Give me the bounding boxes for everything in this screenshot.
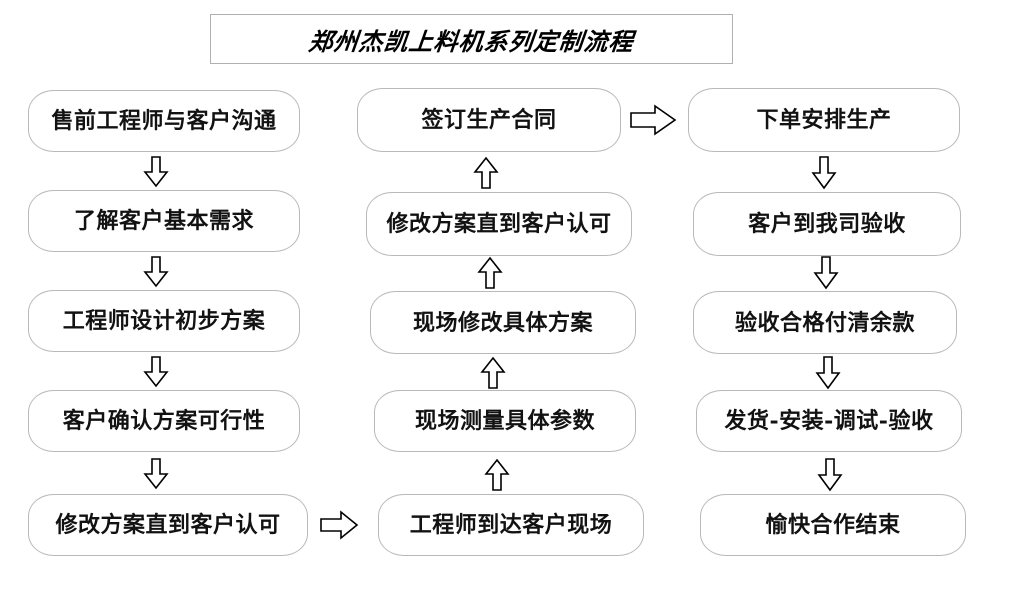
arrow-right-icon bbox=[320, 510, 360, 540]
node-label: 工程师设计初步方案 bbox=[62, 308, 266, 334]
arrow-down-icon bbox=[810, 156, 838, 190]
diagram-title-text: 郑州杰凯上料机系列定制流程 bbox=[307, 26, 636, 56]
node-label: 客户确认方案可行性 bbox=[62, 408, 266, 434]
node-label: 修改方案直到客户认可 bbox=[55, 512, 281, 538]
node-pre-sales-communication[interactable]: 售前工程师与客户沟通 bbox=[28, 90, 300, 152]
arrow-down-icon bbox=[814, 356, 842, 390]
node-label: 工程师到达客户现场 bbox=[409, 512, 613, 538]
node-label: 下单安排生产 bbox=[756, 107, 892, 133]
node-customer-confirm-feasibility[interactable]: 客户确认方案可行性 bbox=[28, 390, 300, 452]
node-label: 现场修改具体方案 bbox=[412, 309, 593, 336]
arrow-right-icon bbox=[630, 104, 678, 136]
node-revise-until-approved-left[interactable]: 修改方案直到客户认可 bbox=[28, 494, 308, 556]
node-engineer-arrives-onsite[interactable]: 工程师到达客户现场 bbox=[378, 494, 644, 556]
diagram-title-box: 郑州杰凯上料机系列定制流程 bbox=[210, 14, 733, 64]
node-pay-balance-after-acceptance[interactable]: 验收合格付清余款 bbox=[693, 291, 957, 354]
arrow-down-icon bbox=[142, 156, 170, 188]
arrow-down-icon bbox=[142, 356, 170, 388]
arrow-down-icon bbox=[142, 458, 170, 490]
node-cooperation-complete[interactable]: 愉快合作结束 bbox=[700, 494, 966, 556]
node-revise-until-approved-middle[interactable]: 修改方案直到客户认可 bbox=[366, 192, 632, 256]
node-sign-production-contract[interactable]: 签订生产合同 bbox=[357, 88, 621, 152]
node-label: 发货-安装-调试-验收 bbox=[724, 408, 934, 434]
node-engineer-initial-design[interactable]: 工程师设计初步方案 bbox=[28, 290, 300, 352]
node-label: 修改方案直到客户认可 bbox=[386, 211, 612, 237]
node-label: 签订生产合同 bbox=[421, 107, 557, 133]
node-onsite-measure-parameters[interactable]: 现场测量具体参数 bbox=[374, 390, 636, 452]
node-label: 愉快合作结束 bbox=[765, 512, 901, 538]
arrow-down-icon bbox=[142, 256, 170, 288]
arrow-up-icon bbox=[476, 256, 504, 290]
node-ship-install-commission-accept[interactable]: 发货-安装-调试-验收 bbox=[696, 390, 962, 452]
arrow-up-icon bbox=[479, 356, 507, 390]
node-understand-requirements[interactable]: 了解客户基本需求 bbox=[28, 190, 300, 252]
node-label: 售前工程师与客户沟通 bbox=[51, 108, 277, 134]
node-label: 了解客户基本需求 bbox=[73, 208, 254, 234]
node-label: 现场测量具体参数 bbox=[414, 408, 595, 434]
arrow-up-icon bbox=[472, 156, 500, 190]
node-onsite-revise-plan[interactable]: 现场修改具体方案 bbox=[370, 291, 636, 354]
node-place-order-schedule-production[interactable]: 下单安排生产 bbox=[688, 88, 960, 152]
arrow-down-icon bbox=[816, 458, 844, 492]
node-label: 客户到我司验收 bbox=[748, 211, 906, 237]
arrow-down-icon bbox=[812, 256, 840, 290]
node-label: 验收合格付清余款 bbox=[734, 309, 915, 336]
node-customer-acceptance-at-factory[interactable]: 客户到我司验收 bbox=[693, 192, 961, 256]
arrow-up-icon bbox=[483, 458, 511, 492]
